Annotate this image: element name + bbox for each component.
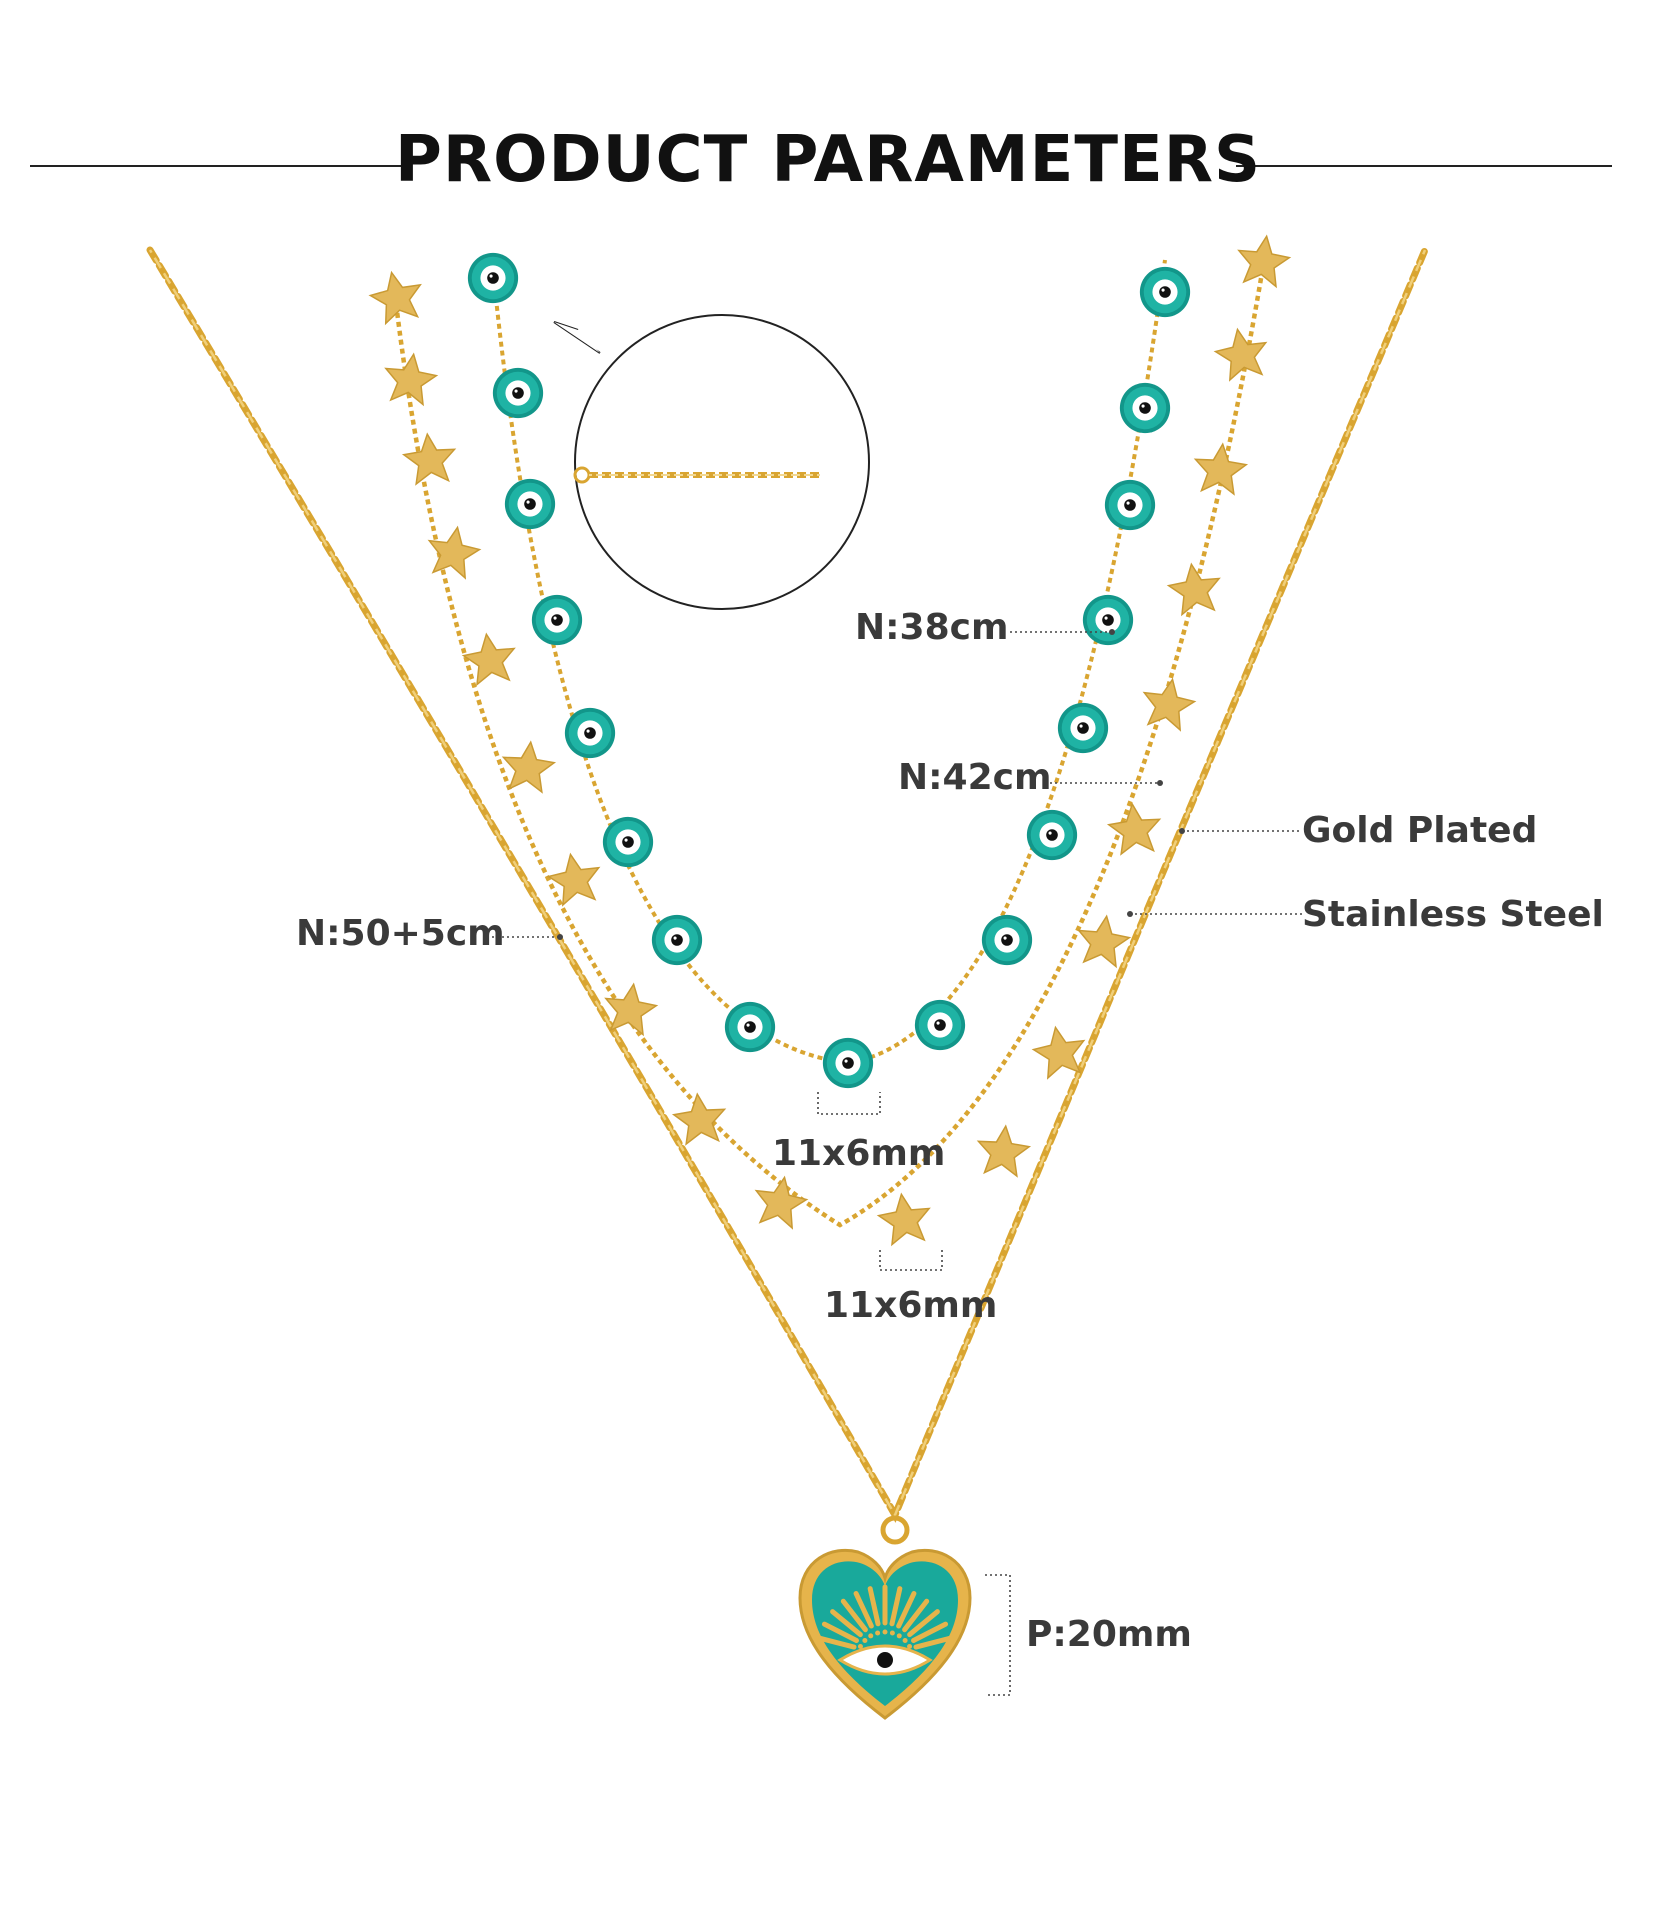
- evil-eye-bead-icon: [822, 1037, 874, 1089]
- leader-dots: [557, 629, 1185, 940]
- evil-eye-bead-icon: [651, 914, 703, 966]
- material-base-label: Stainless Steel: [1302, 894, 1604, 935]
- star-charm-icon: [401, 430, 459, 486]
- star-charm-icon: [974, 1122, 1032, 1178]
- star-charm-icon: [875, 1189, 935, 1247]
- star-size-label: 11x6mm: [824, 1285, 998, 1326]
- evil-eye-bead-icon: [1119, 382, 1171, 434]
- eye-chain-length-label: N:38cm: [855, 607, 1009, 648]
- evil-eye-bead-icon: [504, 478, 556, 530]
- evil-eye-bead-icon: [1026, 809, 1078, 861]
- evil-eye-bead-icon: [564, 707, 616, 759]
- evil-eye-bead-icon: [602, 816, 654, 868]
- pendant-size-label: P:20mm: [1026, 1614, 1192, 1655]
- evil-eye-bead-icon: [492, 367, 544, 419]
- star-charm-icon: [671, 1090, 729, 1146]
- evil-eye-bead-icon: [1139, 266, 1191, 318]
- star-chain-length-label: N:42cm: [898, 757, 1052, 798]
- eye-bead-size-label: 11x6mm: [772, 1133, 946, 1174]
- star-charm-icon: [1165, 559, 1225, 617]
- star-charm-icon: [1211, 324, 1272, 383]
- star-charm-icon: [1191, 440, 1249, 496]
- star-charm-icon: [499, 738, 557, 794]
- evil-eye-bead-icon: [981, 914, 1033, 966]
- evil-eye-bead-icon: [1104, 479, 1156, 531]
- evil-eye-bead-icon: [1082, 594, 1134, 646]
- star-charm-icon: [1233, 231, 1293, 289]
- evil-eye-bead-icon: [531, 594, 583, 646]
- evil-eye-bead-icon: [1057, 702, 1109, 754]
- page-title: PRODUCT PARAMETERS: [394, 123, 1262, 197]
- evil-eye-bead-icon: [467, 252, 519, 304]
- extender-callout: [553, 314, 870, 610]
- evil-eye-bead-icon: [914, 999, 966, 1051]
- evil-eye-bead-icon: [724, 1001, 776, 1053]
- leader-lines: [487, 631, 1302, 1696]
- star-charm-icon: [423, 522, 484, 581]
- star-charm-icon: [1029, 1022, 1090, 1081]
- material-plating-label: Gold Plated: [1302, 810, 1538, 851]
- star-charm-icon: [544, 849, 605, 908]
- heart-evil-eye-pendant-icon: [798, 1515, 972, 1720]
- pendant-chain-length-label: N:50+5cm: [296, 913, 505, 954]
